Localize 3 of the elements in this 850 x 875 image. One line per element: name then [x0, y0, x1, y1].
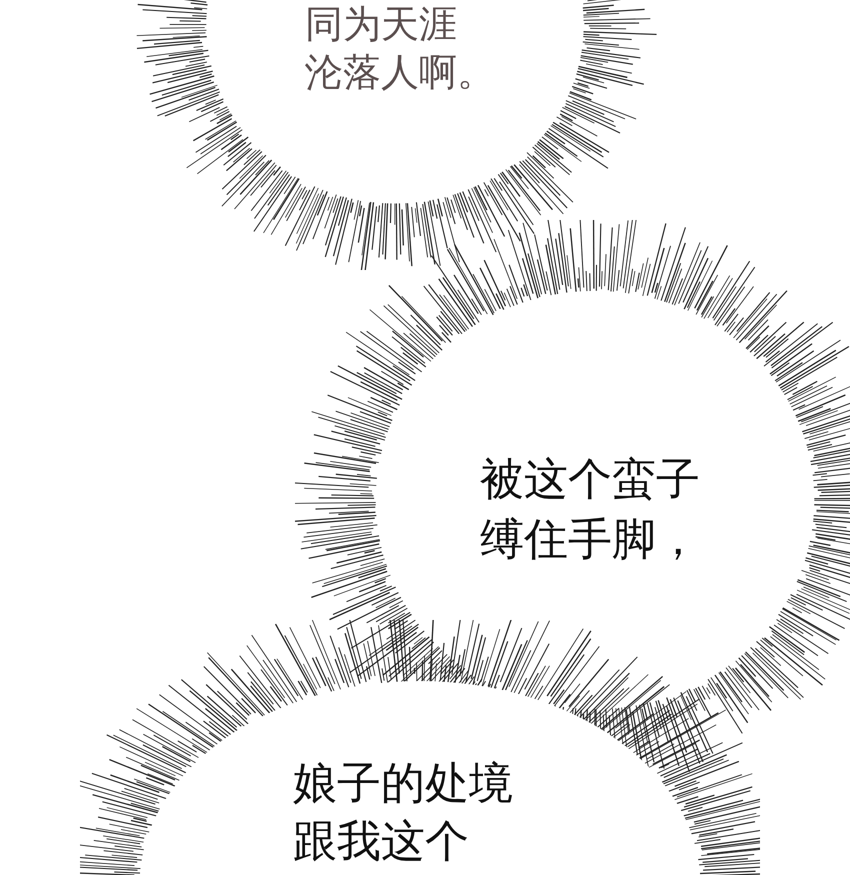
speech-text: 娘子的处境跟我这个 — [293, 757, 513, 869]
speech-text: 被这个蛮子缚住手脚， — [480, 453, 700, 567]
speech-text: 同为天涯沦落人啊。 — [305, 1, 495, 96]
